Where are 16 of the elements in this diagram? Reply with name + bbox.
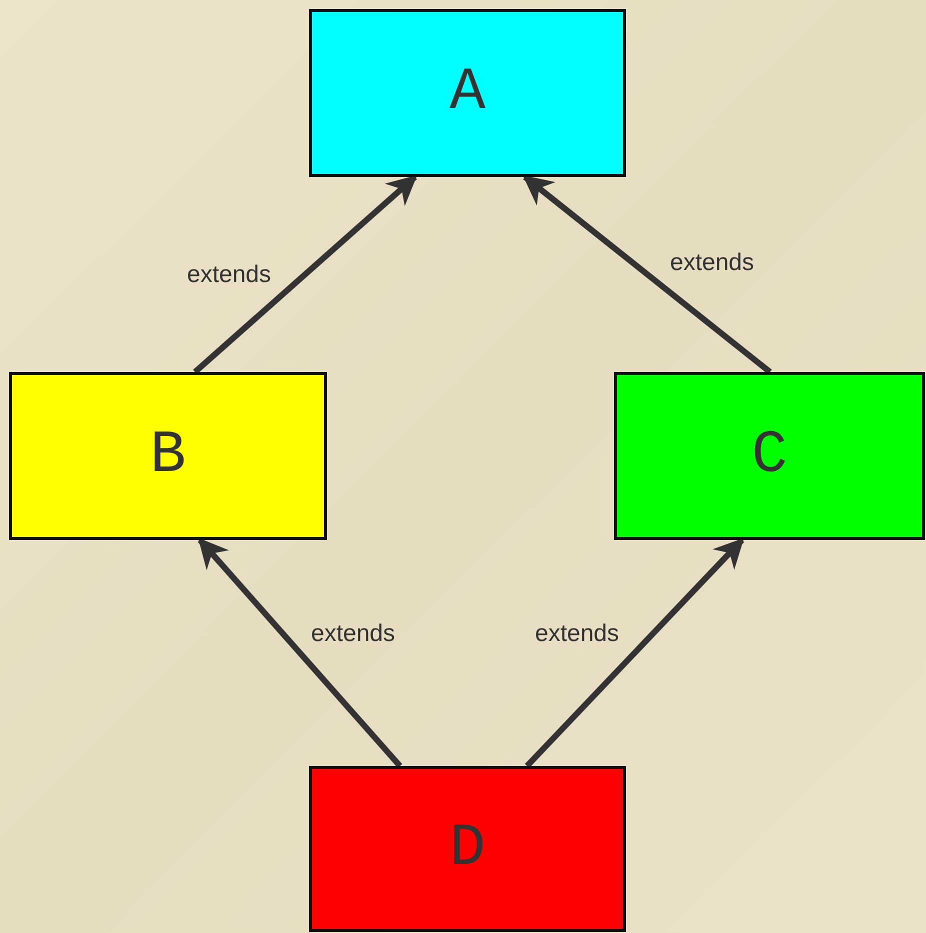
- arrow: [193, 174, 418, 374]
- edge-label: extends: [186, 262, 272, 288]
- arrow: [522, 174, 772, 374]
- class-box: [9, 372, 327, 540]
- class-name: B: [150, 426, 186, 486]
- edge-label: extends: [310, 620, 396, 648]
- class-box: [309, 9, 626, 177]
- class-box: [614, 372, 925, 540]
- class-name: C: [751, 426, 788, 486]
- class-name: D: [449, 819, 486, 879]
- edge-label: extends: [670, 250, 754, 276]
- arrow: [524, 538, 744, 768]
- edge-label: extends: [534, 620, 620, 648]
- arrow: [198, 538, 402, 768]
- class-box: [309, 766, 626, 932]
- class-name: A: [449, 63, 486, 123]
